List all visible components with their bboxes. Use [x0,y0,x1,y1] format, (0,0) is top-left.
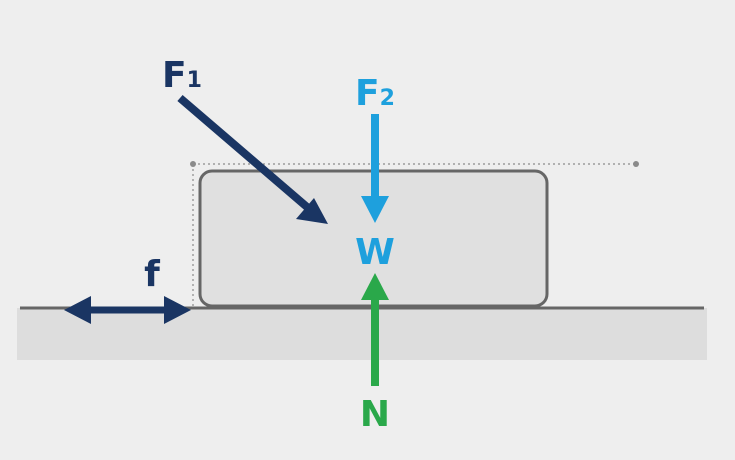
force-f2-arrow [361,114,389,223]
guide-point-right [633,161,639,167]
label-friction: f [144,254,160,295]
label-w: W [355,232,395,273]
label-f1: F1 [162,55,202,96]
ground-surface [17,308,707,360]
guide-point-left [190,161,196,167]
force-f1-arrow [177,94,328,224]
force-friction-arrow [64,296,191,324]
label-f2: F2 [355,73,395,114]
force-n-arrow [361,273,389,386]
label-n: N [360,394,390,435]
